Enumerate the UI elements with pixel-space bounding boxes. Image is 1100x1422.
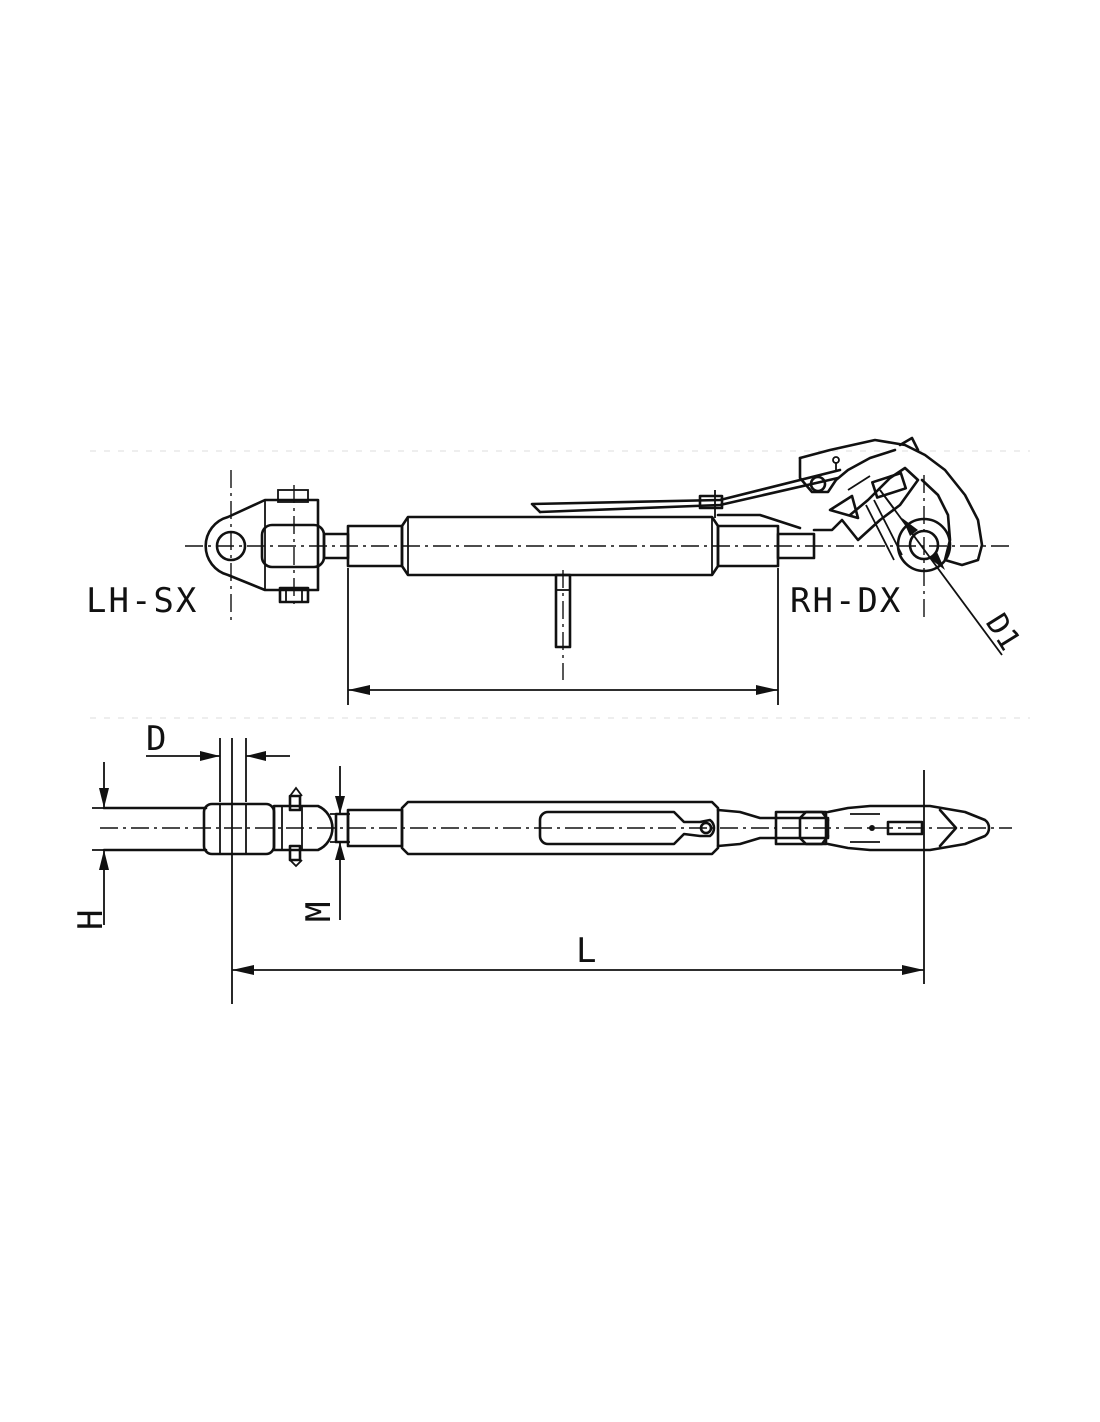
side-view: D H M L (71, 719, 1012, 1004)
left-end-label: LH-SX (86, 581, 198, 621)
hook-bore-label: D1 (978, 608, 1027, 657)
top-view: D1 LH-SX RH-DX (86, 436, 1027, 705)
right-threaded-rod (716, 524, 816, 568)
pin-diameter-dimension: D (146, 719, 290, 1004)
locking-spring-clip (530, 468, 842, 530)
overall-length-dimension: L (232, 770, 925, 984)
thread-dimension: M (299, 766, 350, 922)
height-dimension: H (71, 762, 120, 930)
length-label: L (576, 931, 598, 971)
left-ball-eye-end (204, 485, 326, 605)
closed-length-dimension (348, 685, 778, 695)
side-hook-nose (826, 804, 991, 852)
side-tube (346, 800, 720, 856)
height-label: H (71, 908, 111, 930)
pin-diameter-label: D (146, 719, 168, 759)
hook-bore-dimension: D1 (879, 489, 1027, 657)
side-left-rod (102, 802, 276, 856)
side-right-rod (716, 808, 830, 848)
adjustment-handle (554, 570, 572, 680)
thread-label: M (299, 900, 339, 922)
right-end-label: RH-DX (790, 581, 902, 621)
